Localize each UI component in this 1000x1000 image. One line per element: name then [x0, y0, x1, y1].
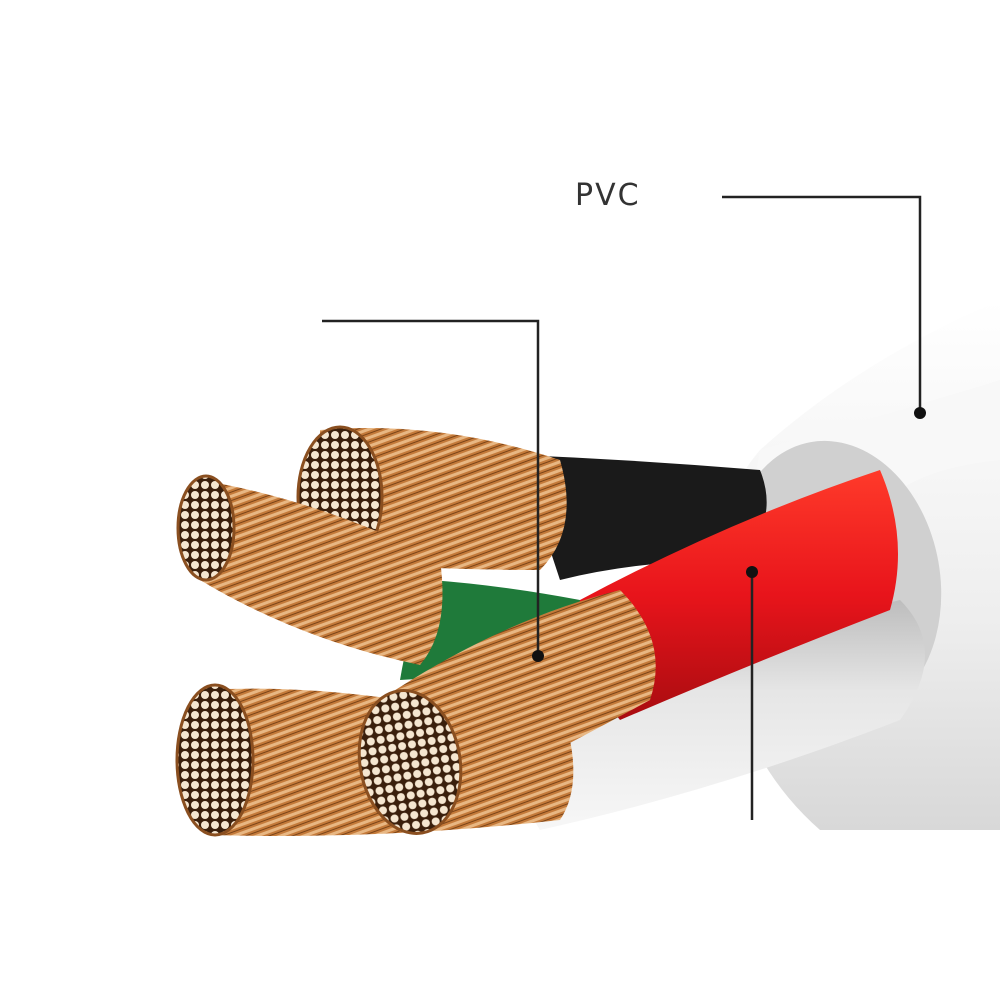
callout-copper: [322, 319, 540, 656]
callout-dot-pvc: [914, 407, 926, 419]
callout-dot-copper: [532, 650, 544, 662]
strand-end-left: [176, 474, 236, 582]
copper-strand-left: [200, 480, 443, 665]
callout-pvc: [722, 195, 922, 413]
callout-dot-red: [746, 566, 758, 578]
pvc-label: PVC: [575, 178, 641, 213]
strand-end-front: [357, 689, 463, 835]
strand-end-bottom-left: [175, 683, 255, 837]
white-core: [524, 600, 925, 830]
red-core: [578, 470, 898, 720]
